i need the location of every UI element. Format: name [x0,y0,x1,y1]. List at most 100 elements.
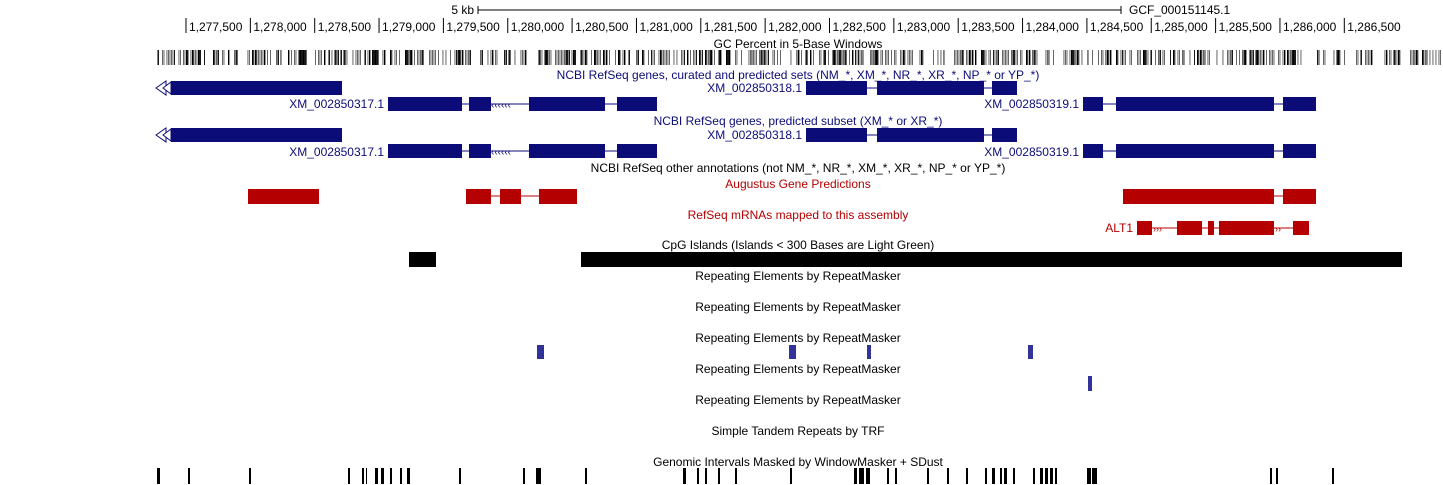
gene-label-xm-002850318[interactable]: XM_002850318.1 [707,81,802,95]
gc-percent-track[interactable] [157,50,1441,65]
track-label-rmsk-5[interactable]: Repeating Elements by RepeatMasker [695,393,900,407]
masked-interval[interactable] [927,468,929,484]
gc-window-bar [958,50,960,65]
gene-xm-002850319[interactable] [1083,97,1316,111]
track-label-windowmasker[interactable]: Genomic Intervals Masked by WindowMasker… [653,455,943,469]
masked-interval[interactable] [1033,468,1035,484]
gene-label-xm-002850317[interactable]: XM_002850317.1 [289,97,384,111]
gene-label-xm-002850317-pred[interactable]: XM_002850317.1 [289,145,384,159]
masked-interval[interactable] [992,468,995,484]
masked-interval[interactable] [366,468,367,484]
gene-label-xm-002850319[interactable]: XM_002850319.1 [984,97,1079,111]
gene-xm-002850317-pred[interactable] [155,127,342,143]
masked-interval[interactable] [407,468,410,484]
gc-window-bar [765,50,766,65]
masked-interval[interactable] [249,468,251,484]
masked-interval[interactable] [188,468,190,484]
augustus-feature-3[interactable] [1123,189,1316,204]
masked-interval[interactable] [1000,468,1002,484]
masked-interval[interactable] [1040,468,1043,484]
masked-interval[interactable] [1276,468,1278,484]
track-label-cpg[interactable]: CpG Islands (Islands < 300 Bases are Lig… [662,238,934,252]
masked-interval[interactable] [705,468,707,484]
masked-interval[interactable] [947,468,949,484]
masked-interval[interactable] [854,468,857,484]
masked-interval[interactable] [1055,468,1057,484]
gene-xm-002850318-pred[interactable] [806,128,1017,142]
masked-interval[interactable] [1087,468,1091,484]
masked-interval[interactable] [375,468,378,484]
cpg-island-2[interactable] [581,252,1402,267]
masked-interval[interactable] [362,468,364,484]
gc-window-bar [1333,50,1335,65]
refseq-all-track[interactable]: XM_002850318.1 XM_002850317.1 ‹‹‹‹‹‹ XM_… [155,80,1316,111]
repeat-element[interactable] [1028,345,1033,359]
masked-interval[interactable] [1092,468,1097,484]
track-label-refseq-predicted[interactable]: NCBI RefSeq genes, predicted subset (XM_… [654,114,943,128]
masked-interval[interactable] [966,468,968,484]
masked-interval[interactable] [348,468,350,484]
masked-interval[interactable] [523,468,525,484]
masked-interval[interactable] [790,468,792,484]
augustus-feature-2[interactable] [466,189,577,204]
cpg-islands-track[interactable] [409,252,1402,267]
masked-interval[interactable] [985,468,987,484]
masked-interval[interactable] [459,468,461,484]
masked-interval[interactable] [390,468,392,484]
masked-interval[interactable] [585,468,587,484]
mrna-label-alt1[interactable]: ALT1 [1105,221,1133,235]
cpg-island-1[interactable] [409,252,436,267]
masked-interval[interactable] [157,468,160,484]
track-label-refseq-all[interactable]: NCBI RefSeq genes, curated and predicted… [557,68,1040,82]
gene-xm-002850317-pred-b[interactable]: ‹‹‹‹‹‹ [388,144,657,158]
windowmasker-track[interactable] [157,468,1334,484]
track-label-rmsk-4[interactable]: Repeating Elements by RepeatMasker [695,362,900,376]
augustus-feature-1[interactable] [248,189,319,204]
gene-xm-002850317[interactable] [155,80,342,96]
masked-interval[interactable] [536,468,541,484]
masked-interval[interactable] [1050,468,1053,484]
masked-interval[interactable] [683,468,686,484]
masked-interval[interactable] [1270,468,1272,484]
masked-interval[interactable] [1045,468,1048,484]
mrna-alt1[interactable]: ››› ›› [1137,221,1309,235]
masked-interval[interactable] [866,468,870,484]
masked-interval[interactable] [697,468,699,484]
gene-label-xm-002850318-pred[interactable]: XM_002850318.1 [707,128,802,142]
gene-xm-002850318[interactable] [806,81,1017,95]
masked-interval[interactable] [887,468,889,484]
repeat-element[interactable] [789,345,796,359]
masked-interval[interactable] [718,468,720,484]
track-label-rmsk-2[interactable]: Repeating Elements by RepeatMasker [695,300,900,314]
masked-interval[interactable] [735,468,737,484]
gene-xm-002850319-pred[interactable] [1083,144,1316,158]
track-label-rmsk-3[interactable]: Repeating Elements by RepeatMasker [695,331,900,345]
rmsk-3-track[interactable] [537,345,1033,359]
gc-window-bar [172,50,174,65]
repeat-element[interactable] [537,345,544,359]
masked-interval[interactable] [895,468,897,484]
masked-interval[interactable] [1004,468,1007,484]
augustus-track[interactable] [248,189,1316,204]
masked-interval[interactable] [859,468,864,484]
track-label-trf[interactable]: Simple Tandem Repeats by TRF [712,424,885,438]
track-label-gc-percent[interactable]: GC Percent in 5-Base Windows [714,37,883,51]
track-label-augustus[interactable]: Augustus Gene Predictions [725,177,870,191]
gc-window-bar [1123,50,1125,65]
track-label-rmsk-1[interactable]: Repeating Elements by RepeatMasker [695,269,900,283]
masked-interval[interactable] [381,468,384,484]
repeat-element[interactable] [867,345,871,359]
gene-label-xm-002850319-pred[interactable]: XM_002850319.1 [984,145,1079,159]
rmsk-4-track[interactable] [1088,376,1092,391]
refseq-mrna-track[interactable]: ALT1 ››› ›› [1105,221,1309,235]
repeat-element[interactable] [1088,376,1092,391]
masked-interval[interactable] [1013,468,1015,484]
gene-xm-002850317-b[interactable]: ‹‹‹‹‹‹ [388,97,657,111]
masked-interval[interactable] [400,468,402,484]
refseq-predicted-track[interactable]: XM_002850318.1 XM_002850317.1 ‹‹‹‹‹‹ XM_… [155,127,1316,159]
track-label-refseq-other[interactable]: NCBI RefSeq other annotations (not NM_*,… [591,161,1006,175]
track-label-refseq-mrna[interactable]: RefSeq mRNAs mapped to this assembly [688,208,909,222]
masked-interval[interactable] [1332,468,1334,484]
